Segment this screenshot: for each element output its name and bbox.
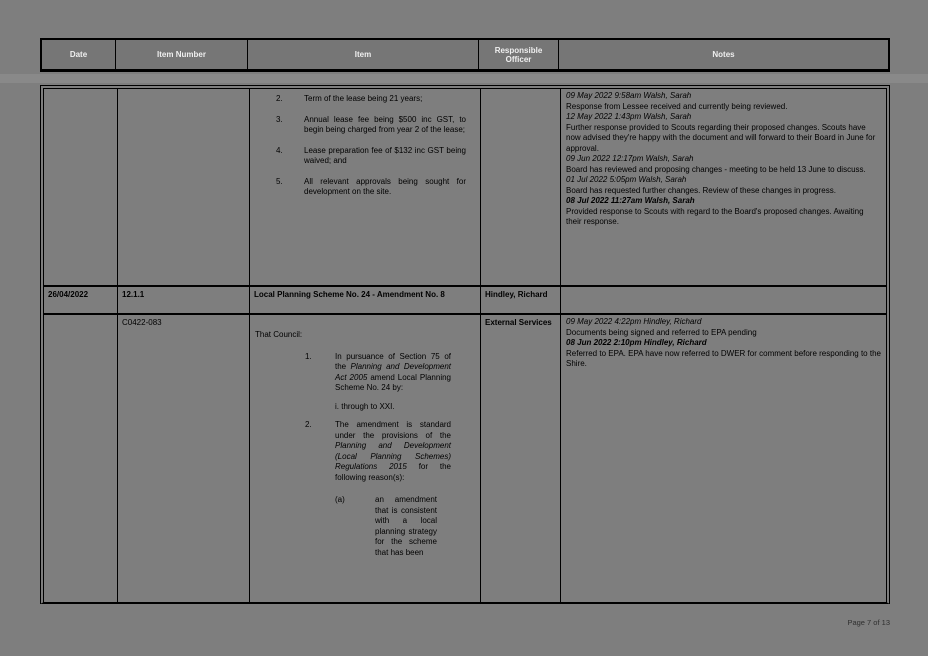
list-item-number: 3.	[276, 114, 283, 124]
act-name: Planning and Development Act 2005	[335, 362, 451, 382]
page-scan-band	[0, 74, 928, 83]
point-text: The amendment is standard under the prov…	[335, 420, 451, 483]
list-item-number: 2.	[276, 94, 283, 103]
resolution-intro: That Council:	[255, 330, 303, 339]
column-header-item-number: Item Number	[116, 40, 248, 69]
list-item-number: 4.	[276, 145, 283, 155]
note-timestamp: 12 May 2022 1:43pm Walsh, Sarah	[566, 112, 692, 121]
resolution-subpoint-roman: i. through to XXI.	[335, 401, 395, 411]
note-timestamp: 01 Jul 2022 5:05pm Walsh, Sarah	[566, 175, 687, 184]
list-item-text: Term of the lease being 21 years;	[304, 94, 423, 103]
note-text: Documents being signed and referred to E…	[566, 327, 757, 337]
cell-notes-empty	[561, 287, 886, 313]
note-text: Referred to EPA. EPA have now referred t…	[566, 348, 881, 369]
note-text: Board has reviewed and proposing changes…	[566, 164, 866, 174]
note-timestamp: 09 Jun 2022 12:17pm Walsh, Sarah	[566, 154, 694, 163]
point-text-pre: In pursuance of Section 75 of the	[335, 351, 451, 372]
list-item-number: 5.	[276, 176, 283, 186]
cell-responsible-officer: Hindley, Richard	[481, 287, 561, 313]
point-number: 2.	[305, 420, 312, 429]
cell-date-empty	[44, 89, 118, 285]
column-header-notes: Notes	[712, 50, 735, 59]
note-entry: 09 Jun 2022 12:17pm Walsh, Sarah Board h…	[566, 154, 881, 175]
subpoint-text: an amendment that is consistent with a l…	[375, 495, 437, 557]
note-text: Board has requested further changes. Rev…	[566, 185, 836, 195]
note-timestamp: 08 Jun 2022 2:10pm Hindley, Richard	[566, 338, 707, 347]
cell-date-empty	[44, 315, 118, 602]
page-number-label: Page 7 of 13	[847, 618, 890, 627]
cell-date: 26/04/2022	[44, 287, 118, 313]
note-timestamp: 09 May 2022 4:22pm Hindley, Richard	[566, 317, 702, 326]
list-item: 3. Annual lease fee being $500 inc GST, …	[250, 115, 466, 136]
note-entry: 09 May 2022 4:22pm Hindley, Richard Docu…	[566, 317, 881, 338]
column-header-date: Date	[42, 40, 116, 69]
cell-item-resolution: That Council: 1. In pursuance of Section…	[250, 315, 481, 602]
table-row-lps-amendment-title: 26/04/2022 12.1.1 Local Planning Scheme …	[44, 287, 886, 315]
list-item-text: Annual lease fee being $500 inc GST, to …	[304, 114, 466, 135]
table-header-row: Date Item Number Item Responsible Office…	[40, 38, 890, 72]
note-entry: 12 May 2022 1:43pm Walsh, Sarah Further …	[566, 112, 881, 154]
list-item: 5. All relevant approvals being sought f…	[250, 177, 466, 198]
note-timestamp: 08 Jul 2022 11:27am Walsh, Sarah	[566, 196, 695, 205]
resolution-point: 1. In pursuance of Section 75 of the Pla…	[305, 352, 451, 394]
point-text-pre: The amendment is standard under the prov…	[335, 420, 451, 440]
column-header-item: Item	[248, 40, 479, 69]
note-text: Further response provided to Scouts rega…	[566, 122, 876, 153]
resolution-point: 2. The amendment is standard under the p…	[305, 420, 451, 483]
cell-notes-resolution: 09 May 2022 4:22pm Hindley, Richard Docu…	[561, 315, 886, 602]
regulations-name: Planning and Development (Local Planning…	[335, 441, 451, 471]
note-timestamp: 09 May 2022 9:58am Walsh, Sarah	[566, 91, 692, 100]
list-item: 4. Lease preparation fee of $132 inc GST…	[250, 146, 466, 167]
point-text-post: amend Local Planning Scheme No. 24 by:	[335, 372, 452, 393]
table-body: 2. Term of the lease being 21 years; 3. …	[40, 85, 890, 604]
cell-item-lease-conditions: 2. Term of the lease being 21 years; 3. …	[250, 89, 481, 285]
list-item-text: Lease preparation fee of $132 inc GST be…	[304, 145, 466, 166]
cell-item-number-empty	[118, 89, 250, 285]
cell-item-number: C0422-083	[118, 315, 250, 602]
cell-item-title: Local Planning Scheme No. 24 - Amendment…	[250, 287, 481, 313]
column-header-responsible-officer: Responsible Officer	[479, 40, 559, 69]
note-entry: 09 May 2022 9:58am Walsh, Sarah Response…	[566, 91, 881, 112]
cell-responsible-officer: External Services	[481, 315, 561, 602]
cell-responsible-officer-empty	[481, 89, 561, 285]
point-text-post: for the following reason(s):	[335, 462, 451, 482]
subpoint-letter: (a)	[335, 495, 345, 504]
note-entry: 08 Jun 2022 2:10pm Hindley, Richard Refe…	[566, 338, 881, 370]
note-entry: 01 Jul 2022 5:05pm Walsh, Sarah Board ha…	[566, 175, 881, 196]
table-row-lps-amendment-resolution: C0422-083 That Council: 1. In pursuance …	[44, 315, 886, 602]
note-text: Response from Lessee received and curren…	[566, 101, 788, 111]
resolution-subpoint-a: (a) an amendment that is consistent with…	[335, 495, 466, 558]
cell-notes-lease: 09 May 2022 9:58am Walsh, Sarah Response…	[561, 89, 886, 285]
point-number: 1.	[305, 351, 312, 361]
table-row-lease-continuation: 2. Term of the lease being 21 years; 3. …	[44, 89, 886, 287]
list-item-text: All relevant approvals being sought for …	[304, 176, 466, 197]
note-text: Provided response to Scouts with regard …	[566, 206, 864, 227]
note-entry: 08 Jul 2022 11:27am Walsh, Sarah Provide…	[566, 196, 881, 228]
list-item: 2. Term of the lease being 21 years;	[250, 94, 466, 105]
point-text: In pursuance of Section 75 of the Planni…	[335, 352, 451, 394]
cell-item-number: 12.1.1	[118, 287, 250, 313]
